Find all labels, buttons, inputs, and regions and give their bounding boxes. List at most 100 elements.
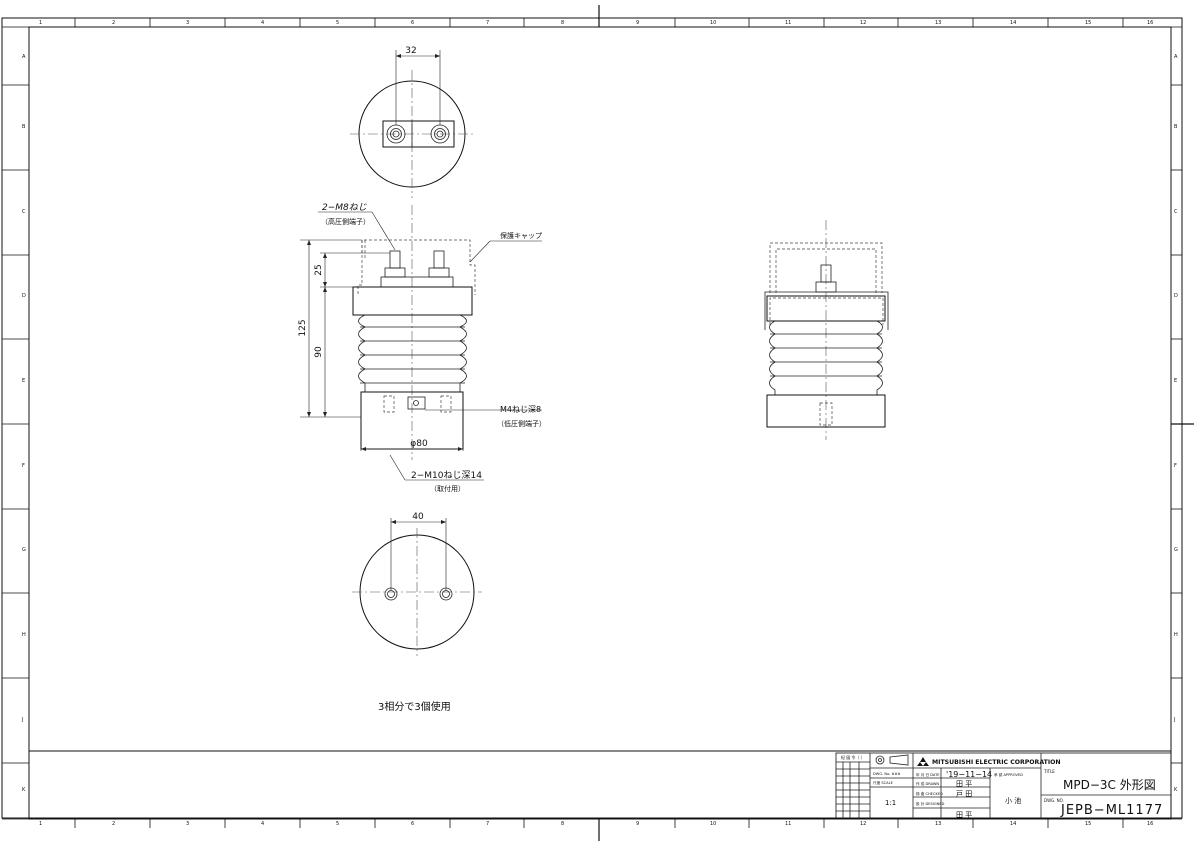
drawing-title: MPD−3C 外形図: [1063, 778, 1156, 792]
col-label: 1: [39, 20, 42, 26]
dim-25: 25: [314, 264, 324, 275]
col-label: 9: [636, 20, 639, 26]
row-label: E: [22, 378, 25, 384]
checked-label: 検 査 CHECKED: [916, 791, 943, 796]
col-label: 10: [710, 20, 716, 26]
col-label: 10: [710, 821, 716, 827]
head-flange: [352, 286, 473, 316]
col-label: 15: [1085, 821, 1091, 827]
side-base: [766, 394, 886, 428]
designed-value: 田 平: [956, 811, 972, 819]
row-label: B: [1174, 124, 1178, 130]
col-label: 6: [411, 821, 414, 827]
date-label: 年 月 日 DATE: [916, 772, 940, 777]
zone-ticks: [2, 18, 1182, 828]
drawn-label: 作 成 DRAWN: [916, 781, 939, 786]
front-view: 25 90 125 φ80 2−M8ねじ （高圧側端子） 保護キャップ M4ねじ…: [298, 202, 546, 493]
col-label: 4: [261, 20, 264, 26]
row-label: B: [22, 124, 26, 130]
dwgno-label: DWG. NO.: [1044, 798, 1064, 803]
col-label: 3: [186, 20, 189, 26]
terminal-block: [382, 120, 455, 148]
row-label: F: [1174, 463, 1177, 469]
row-label: A: [1174, 54, 1178, 60]
col-label: 11: [785, 20, 791, 26]
dim-125: 125: [298, 319, 308, 336]
col-label: 5: [336, 821, 339, 827]
company-logo: [917, 757, 929, 766]
col-label: 2: [112, 821, 115, 827]
dim-90: 90: [314, 346, 324, 358]
col-label: 2: [112, 20, 115, 26]
row-label: G: [1174, 547, 1178, 553]
label-mount: 2−M10ねじ深14: [411, 470, 482, 481]
scale-label: 尺度 SCALE: [873, 780, 894, 785]
zone-labels: 1 2 3 4 5 6 7 8 9 10 11 12 13 14 15 16 1…: [21, 20, 1178, 827]
row-label: J: [21, 717, 23, 723]
row-label: C: [1174, 209, 1178, 215]
revision-label: 紀 図 令（ ）: [841, 754, 865, 760]
approved-label: 承 認 APPROVED: [994, 772, 1023, 777]
title-block: 紀 図 令（ ） MITSUBISHI ELECTRIC CORPORATION…: [835, 752, 1172, 820]
row-label: H: [1174, 632, 1178, 638]
row-label: K: [1174, 787, 1178, 793]
row-label: H: [22, 632, 26, 638]
drawn-value: 田 平: [956, 780, 972, 788]
approved-value: 小 池: [1005, 796, 1021, 805]
hv-stud-right: [433, 250, 445, 269]
side-head-flange: [766, 295, 886, 322]
col-label: 13: [935, 821, 941, 827]
scale-value: 1:1: [885, 799, 896, 807]
col-label: 3: [186, 821, 189, 827]
col-label: 16: [1147, 20, 1153, 26]
row-label: E: [1174, 378, 1177, 384]
label-hv-terminal: 2−M8ねじ: [322, 202, 367, 213]
col-label: 6: [411, 20, 414, 26]
col-label: 9: [636, 821, 639, 827]
drawing-number: JEPB−ML1177: [1060, 803, 1163, 818]
col-label: 14: [1010, 20, 1016, 26]
label-lv-terminal-sub: （低圧側端子）: [497, 419, 546, 428]
col-label: 12: [860, 821, 866, 827]
outer-frame: [1, 17, 1183, 819]
row-label: F: [22, 463, 25, 469]
col-label: 1: [39, 821, 42, 827]
row-label: C: [22, 209, 26, 215]
col-label: 7: [486, 821, 489, 827]
col-label: 8: [561, 20, 564, 26]
col-label: 8: [561, 821, 564, 827]
label-mount-sub: （取付用）: [430, 484, 465, 493]
col-label: 16: [1147, 821, 1153, 827]
inner-frame: [28, 26, 1172, 820]
lv-terminal: [407, 396, 426, 410]
side-protective-cap: [769, 242, 883, 293]
col-label: 7: [486, 20, 489, 26]
row-label: D: [22, 293, 26, 299]
col-label: 12: [860, 20, 866, 26]
date-value: '19−11−14: [946, 770, 992, 779]
col-label: 4: [261, 821, 264, 827]
row-label: K: [22, 787, 26, 793]
side-view: [764, 220, 889, 440]
top-view: 32: [350, 46, 474, 198]
dwg-label: DWG. No. ###: [873, 772, 901, 776]
checked-value: 戸 田: [956, 790, 972, 798]
row-label: A: [22, 54, 26, 60]
dim-bottom-40: 40: [412, 512, 424, 522]
usage-note: 3相分で3個使用: [378, 700, 451, 713]
row-label: G: [22, 547, 26, 553]
label-lv-terminal: M4ねじ深8: [500, 405, 541, 414]
dim-dia-80: φ80: [410, 439, 428, 449]
terminal-block-front: [380, 276, 454, 288]
col-label: 5: [336, 20, 339, 26]
label-hv-terminal-sub: （高圧側端子）: [321, 217, 370, 226]
col-label: 11: [785, 821, 791, 827]
row-label: J: [1173, 717, 1175, 723]
title-label: TITLE: [1043, 769, 1055, 774]
designed-label: 設 計 DESIGNED: [916, 801, 945, 806]
row-label: D: [1174, 293, 1178, 299]
label-protective-cap: 保護キャップ: [500, 231, 542, 240]
company-name: MITSUBISHI ELECTRIC CORPORATION: [932, 759, 1061, 766]
bottom-view: 40: [352, 512, 482, 656]
